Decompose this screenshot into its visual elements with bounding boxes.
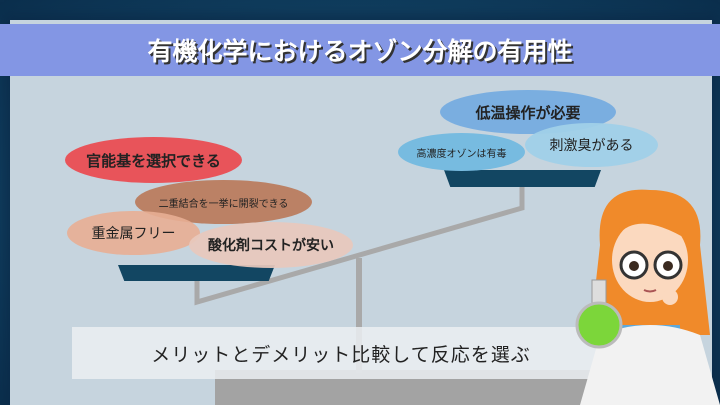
merit-pan <box>118 265 275 281</box>
merit-3: 酸化剤コストが安い <box>189 222 353 268</box>
demerit-pan <box>444 170 601 187</box>
merit-main: 官能基を選択できる <box>65 137 242 183</box>
scale-post <box>356 258 362 373</box>
demerit-main: 低温操作が必要 <box>440 90 616 134</box>
demerit-2: 刺激臭がある <box>525 123 658 167</box>
demerit-1: 高濃度オゾンは有毒 <box>398 133 525 171</box>
slide-title: 有機化学におけるオゾン分解の有用性 <box>147 37 573 66</box>
merit-2: 重金属フリー <box>67 211 200 255</box>
scientist-illustration <box>575 189 720 405</box>
title-bar: 有機化学におけるオゾン分解の有用性 <box>0 24 720 76</box>
caption-box: メリットとデメリット比較して反応を選ぶ <box>72 327 610 379</box>
